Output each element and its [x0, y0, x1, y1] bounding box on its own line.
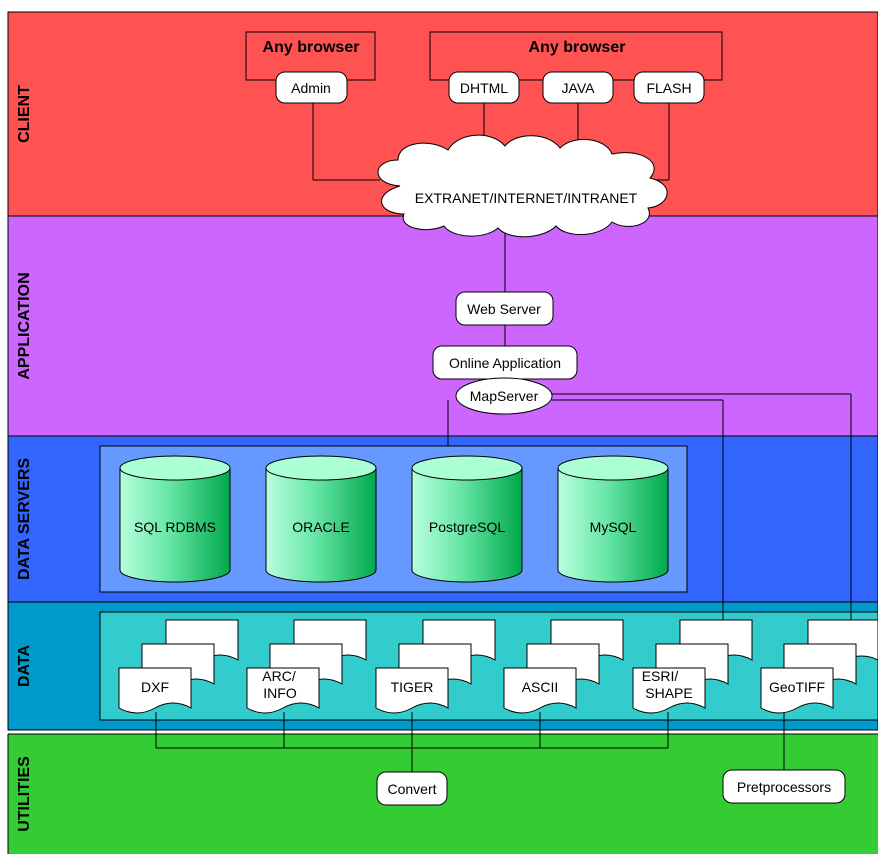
- database-label: SQL RDBMS: [134, 519, 216, 535]
- browser-group-2-title: Any browser: [529, 39, 626, 56]
- document-stack-icon: [760, 619, 878, 714]
- database-postgresql: PostgreSQL: [411, 455, 523, 583]
- format-arc-info: ARC/ INFO: [246, 619, 367, 714]
- database-label: MySQL: [590, 519, 637, 535]
- data-servers-layer-label: DATA SERVERS: [16, 458, 33, 580]
- java-label: JAVA: [562, 80, 596, 96]
- application-layer: APPLICATION: [7, 215, 878, 437]
- format-label: TIGER: [391, 679, 434, 695]
- java-node: JAVA: [542, 71, 614, 104]
- database-label: ORACLE: [292, 519, 350, 535]
- database-label: PostgreSQL: [429, 519, 505, 535]
- format-label: ASCII: [522, 679, 559, 695]
- format-label: ARC/: [262, 668, 296, 684]
- database-mysql: MySQL: [557, 455, 669, 583]
- format-esri-shape: ESRI/ SHAPE: [632, 619, 753, 714]
- data-layer-label: DATA: [16, 645, 33, 688]
- preprocessors-node: Pretprocessors: [722, 769, 846, 804]
- database-oracle: ORACLE: [265, 455, 377, 583]
- convert-node: Convert: [376, 771, 448, 806]
- preprocessors-label: Pretprocessors: [737, 779, 831, 795]
- online-application-node: Online Application: [432, 345, 578, 380]
- format-geotiff: GeoTIFF: [760, 619, 878, 714]
- document-stack-icon: [118, 619, 239, 714]
- format-label: ESRI/: [642, 668, 679, 684]
- dhtml-node: DHTML: [448, 71, 520, 104]
- format-tiger: TIGER: [375, 619, 496, 714]
- network-cloud: EXTRANET/INTERNET/INTRANET: [377, 134, 668, 238]
- document-stack-icon: [632, 619, 753, 714]
- web-server-label: Web Server: [467, 301, 541, 317]
- cloud-icon: [377, 134, 668, 238]
- document-stack-icon: [246, 619, 367, 714]
- document-stack-icon: [503, 619, 624, 714]
- flash-label: FLASH: [646, 80, 691, 96]
- mapserver-label: MapServer: [470, 388, 539, 404]
- database-sql-rdbms: SQL RDBMS: [119, 455, 231, 583]
- application-layer-label: APPLICATION: [16, 272, 33, 379]
- utilities-layer-label: UTILITIES: [16, 756, 33, 832]
- admin-node: Admin: [275, 71, 348, 104]
- client-layer-label: CLIENT: [16, 85, 33, 143]
- format-dxf: DXF: [118, 619, 239, 714]
- dhtml-label: DHTML: [460, 80, 508, 96]
- convert-label: Convert: [387, 781, 436, 797]
- format-label: DXF: [141, 679, 169, 695]
- admin-label: Admin: [291, 80, 331, 96]
- format-label-line2: SHAPE: [645, 685, 692, 701]
- network-label: EXTRANET/INTERNET/INTRANET: [415, 190, 638, 206]
- format-ascii: ASCII: [503, 619, 624, 714]
- online-application-label: Online Application: [449, 355, 561, 371]
- format-label-line2: INFO: [263, 685, 297, 701]
- document-stack-icon: [375, 619, 496, 714]
- web-server-node: Web Server: [455, 291, 554, 326]
- browser-group-1-title: Any browser: [263, 39, 360, 56]
- flash-node: FLASH: [633, 71, 705, 104]
- mapserver-node: MapServer: [455, 377, 553, 415]
- format-label: GeoTIFF: [769, 679, 825, 695]
